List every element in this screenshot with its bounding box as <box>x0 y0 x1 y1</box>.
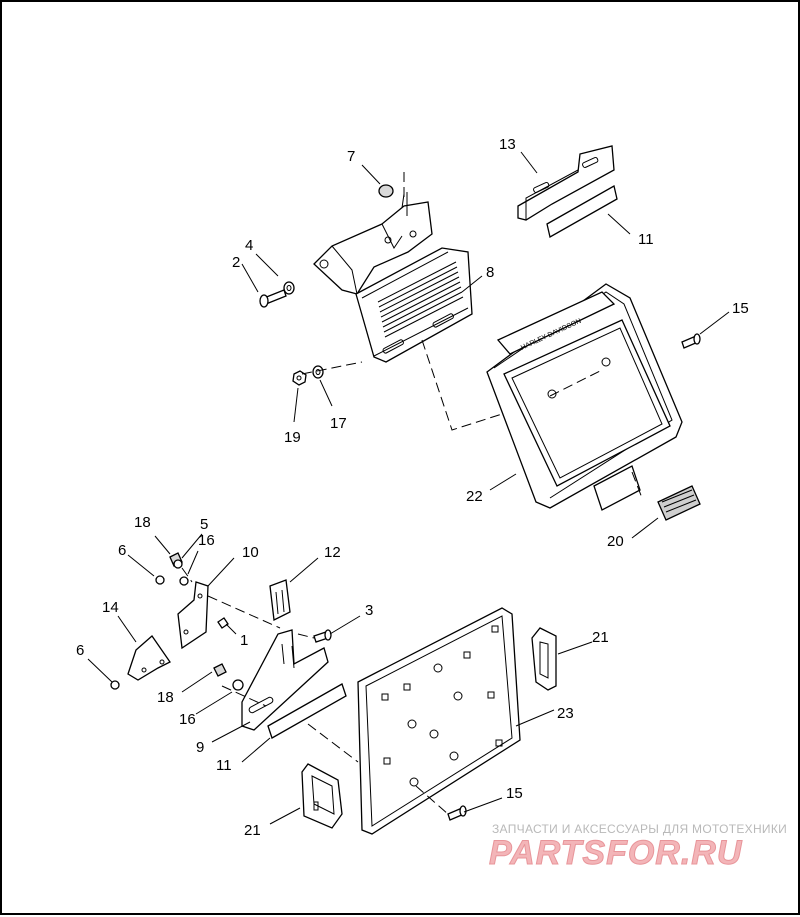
callout-1: 1 <box>240 632 248 649</box>
part-15-screw-lower <box>447 805 467 821</box>
part-2-screw <box>259 289 287 308</box>
part-23-mounting-holes <box>381 625 503 787</box>
callout-23: 23 <box>557 705 574 722</box>
part-11-pad-upper <box>546 185 618 238</box>
callout-11-lower: 11 <box>216 757 232 774</box>
part-14-bracket <box>127 635 171 681</box>
callout-13: 13 <box>499 136 516 153</box>
watermark-tagline: ЗАПЧАСТИ И АКСЕССУАРЫ ДЛЯ МОТОТЕХНИКИ <box>492 822 788 836</box>
part-10-bracket <box>177 581 209 650</box>
callout-20: 20 <box>607 533 624 550</box>
callout-6-upper: 6 <box>118 542 126 559</box>
leader-lines <box>87 151 730 825</box>
part-16-washer-lower <box>232 679 244 691</box>
callout-6-lower: 6 <box>76 642 84 659</box>
callout-11-upper: 11 <box>638 231 654 248</box>
part-18-bolt-lower <box>213 663 227 677</box>
part-21-clip-upper <box>531 627 557 691</box>
part-1-screw <box>217 617 229 629</box>
callout-21-upper: 21 <box>592 629 609 646</box>
part-17-washer <box>312 365 324 379</box>
part-4-washer <box>283 281 295 295</box>
callout-3: 3 <box>365 602 373 619</box>
watermark-logo: PARTSFOR.RU <box>488 834 743 873</box>
callout-19: 19 <box>284 429 301 446</box>
part-13-bracket <box>517 145 615 221</box>
part-12-plate <box>269 579 291 621</box>
callout-5: 5 <box>200 516 208 533</box>
callout-labels: 7 13 4 2 8 11 15 19 17 22 20 18 5 6 16 1… <box>76 136 749 839</box>
part-7-cap <box>378 184 394 198</box>
part-6-washer-upper <box>155 575 165 585</box>
callout-21-lower: 21 <box>244 822 261 839</box>
part-3-screw <box>313 629 332 643</box>
part-11-pad-lower <box>267 683 347 739</box>
part-9-bracket <box>241 629 329 731</box>
part-22-lamp-housing: HARLEY-DAVIDSON <box>486 283 683 511</box>
callout-10: 10 <box>242 544 259 561</box>
callout-9: 9 <box>196 739 204 756</box>
callout-22: 22 <box>466 488 483 505</box>
callout-16-upper: 16 <box>198 532 215 549</box>
part-15-screw-upper <box>681 333 701 349</box>
callout-18-upper: 18 <box>134 514 151 531</box>
callout-16-lower: 16 <box>179 711 196 728</box>
callout-15-upper: 15 <box>732 300 749 317</box>
part-19-nut <box>292 370 307 386</box>
callout-12: 12 <box>324 544 341 561</box>
callout-18-lower: 18 <box>157 689 174 706</box>
assembly-lines <box>181 172 643 815</box>
callout-15-lower: 15 <box>506 785 523 802</box>
part-23-plate-frame <box>357 607 521 835</box>
part-6-washer-lower <box>110 680 120 690</box>
callout-2: 2 <box>232 254 240 271</box>
callout-17: 17 <box>330 415 347 432</box>
part-8-bracket <box>313 192 473 363</box>
callout-14: 14 <box>102 599 119 616</box>
callout-4: 4 <box>245 237 253 254</box>
part-21-clip-lower <box>301 763 343 829</box>
part-20-reflector <box>657 485 701 521</box>
part-5-nut <box>173 559 183 569</box>
callout-8: 8 <box>486 264 494 281</box>
part-16-washer-upper <box>179 576 189 586</box>
callout-7: 7 <box>347 148 355 165</box>
part-8-grille-lines <box>377 261 464 338</box>
